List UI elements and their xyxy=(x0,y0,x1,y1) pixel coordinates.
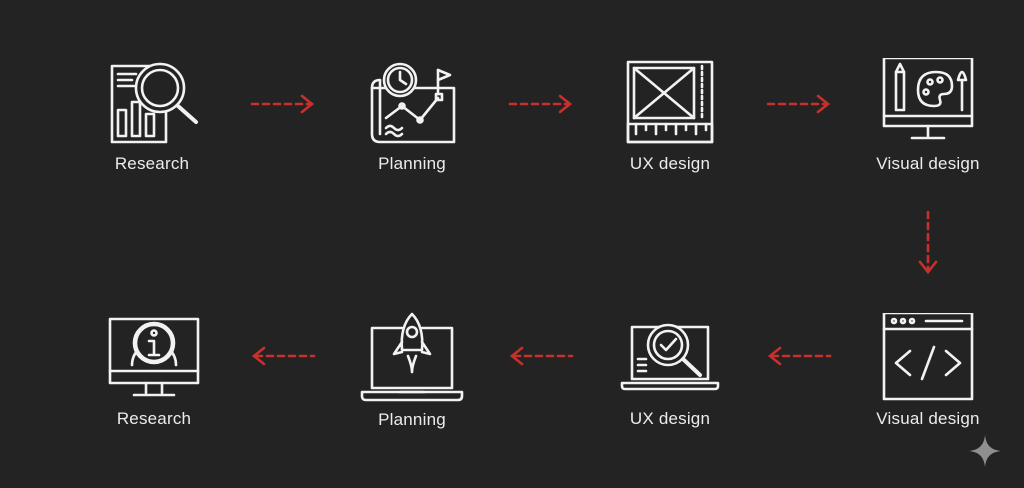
monitor-info-icon xyxy=(108,317,200,397)
step-research-bottom: Research xyxy=(54,313,254,429)
arrow-right-icon xyxy=(250,94,315,114)
magnifier-report-icon xyxy=(110,62,198,144)
step-planning-bottom: Planning xyxy=(312,310,512,430)
step-label: UX design xyxy=(629,154,711,173)
step-visual-design-top: Visual design xyxy=(828,58,1024,174)
arrow-down-icon xyxy=(918,210,938,275)
arrow-right-icon xyxy=(766,94,831,114)
monitor-palette-icon xyxy=(882,58,974,140)
step-ux-design-bottom: UX design xyxy=(570,313,770,429)
step-label: Planning xyxy=(378,154,446,173)
step-ux-design-top: UX design xyxy=(570,58,770,174)
arrow-left-icon xyxy=(767,346,832,366)
step-label: UX design xyxy=(629,409,711,428)
laptop-magnifier-check-icon xyxy=(620,323,720,391)
step-research-top: Research xyxy=(52,58,252,174)
step-label: Research xyxy=(114,154,190,173)
sparkle-icon xyxy=(969,435,1001,467)
step-visual-design-bottom: Visual design xyxy=(828,313,1024,429)
step-label: Visual design xyxy=(876,154,980,173)
arrow-left-icon xyxy=(251,346,316,366)
step-planning-top: Planning xyxy=(312,58,512,174)
step-label: Research xyxy=(116,409,192,428)
arrow-right-icon xyxy=(508,94,573,114)
step-label: Planning xyxy=(378,410,446,429)
laptop-rocket-icon xyxy=(360,312,464,402)
wireframe-ruler-icon xyxy=(626,60,714,144)
blueprint-clock-flag-icon xyxy=(370,62,456,144)
browser-code-icon xyxy=(882,313,974,401)
arrow-left-icon xyxy=(509,346,574,366)
step-label: Visual design xyxy=(876,409,980,428)
